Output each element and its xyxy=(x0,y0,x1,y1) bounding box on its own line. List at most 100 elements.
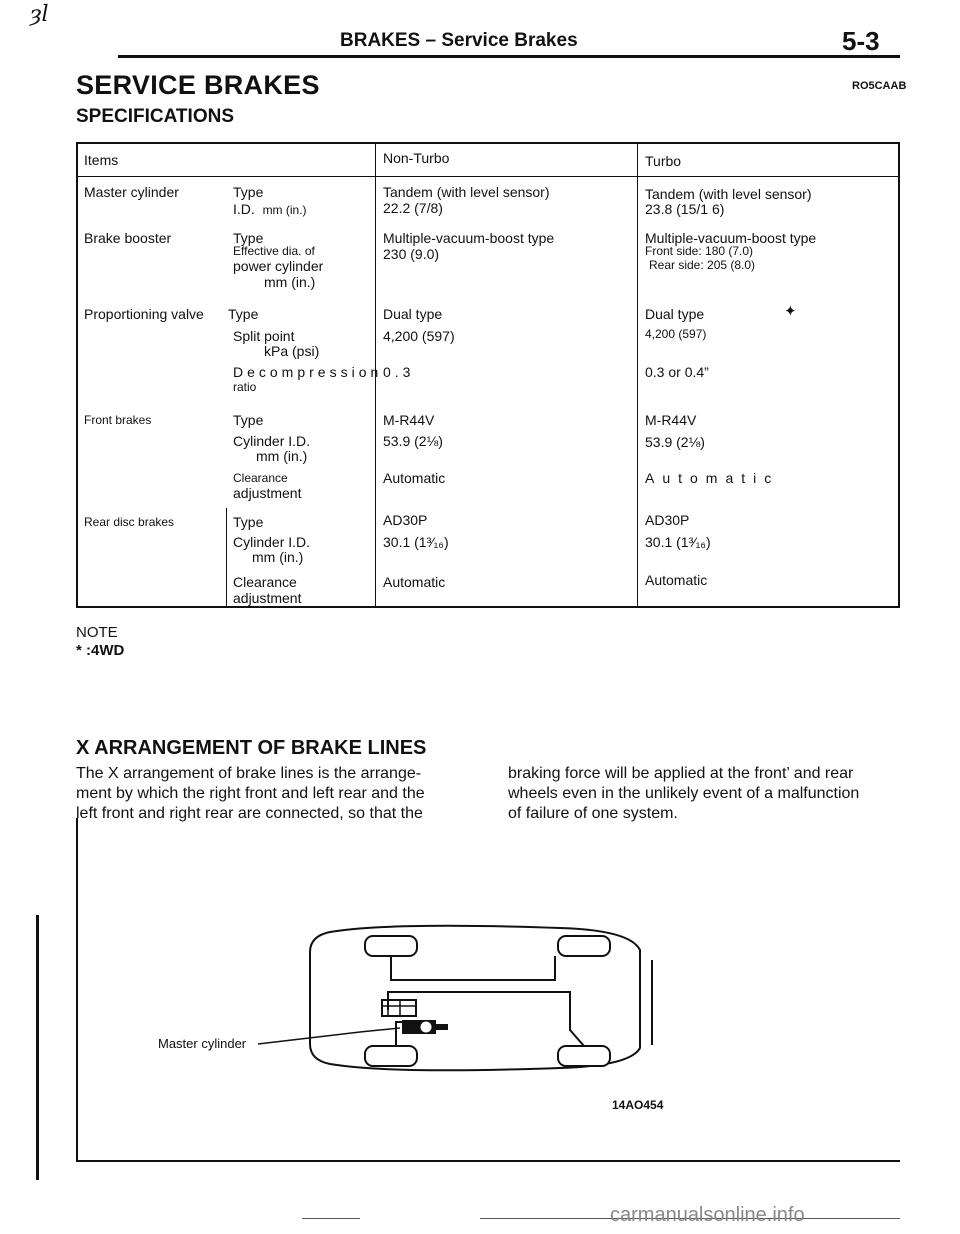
rear-sub-divider xyxy=(226,508,227,606)
master-non-turbo-type: Tandem (with level sensor) xyxy=(383,184,550,200)
pv-type-label: Type xyxy=(228,306,259,322)
spec-table: Items Non-Turbo Turbo Master cylinder Ty… xyxy=(76,142,900,608)
row-label-brake-booster: Brake booster xyxy=(84,230,172,246)
brake-lines-diagram xyxy=(160,920,680,1085)
front-type-label: Type xyxy=(233,412,264,428)
wheel-front-left xyxy=(364,935,418,957)
front-turbo-clear: Automatic xyxy=(645,470,780,486)
booster-turbo-front: Front side: 180 (7.0) xyxy=(645,244,754,258)
rear-turbo-id: 30.1 (1³⁄₁₆) xyxy=(645,534,711,550)
rear-type-label: Type xyxy=(233,514,264,530)
booster-type-label: Type xyxy=(233,230,264,246)
front-non-turbo-id: 53.9 (2⅛) xyxy=(383,433,443,449)
booster-non-turbo-dia: 230 (9.0) xyxy=(383,246,440,262)
pv-non-turbo-decomp: 0.3 xyxy=(383,364,415,380)
front-non-turbo-clear: Automatic xyxy=(383,470,446,486)
front-turbo-id: 53.9 (2⅛) xyxy=(645,434,705,450)
front-clear-label: Clearance xyxy=(233,471,288,485)
header-items: Items xyxy=(84,152,119,168)
brake-line-front-left-rear xyxy=(390,956,556,981)
figure-id: 14AO454 xyxy=(612,1098,664,1112)
brake-lines-svg xyxy=(257,924,653,1072)
rear-turbo-clear: Automatic xyxy=(645,572,708,588)
section-title: SERVICE BRAKES xyxy=(76,70,320,100)
row-label-rear-disc-brakes: Rear disc brakes xyxy=(84,515,175,529)
rear-non-turbo-id: 30.1 (1³⁄₁₆) xyxy=(383,534,449,550)
row-label-master-cylinder: Master cylinder xyxy=(84,184,179,200)
text-line: wheels even in the unlikely event of a m… xyxy=(508,785,860,802)
rear-non-turbo-clear: Automatic xyxy=(383,574,446,590)
master-id-label: I.D. mm (in.) xyxy=(233,201,307,217)
row-label-front-brakes: Front brakes xyxy=(84,413,152,427)
pv-footnote-mark: ✦ xyxy=(784,303,797,320)
text-line: braking force will be applied at the fro… xyxy=(508,765,854,782)
figure-frame-left xyxy=(76,818,78,1162)
front-turbo-type: M-R44V xyxy=(645,412,697,428)
brake-line-rear-right xyxy=(387,991,585,1047)
front-non-turbo-type: M-R44V xyxy=(383,412,435,428)
pv-split-label: Split point xyxy=(233,328,295,344)
note-label: NOTE xyxy=(76,624,118,641)
section-code: RO5CAAB xyxy=(852,80,907,92)
pv-non-turbo-split: 4,200 (597) xyxy=(383,328,455,344)
wheel-front-right xyxy=(364,1045,418,1067)
bottom-rule-long xyxy=(480,1218,900,1219)
master-type-label: Type xyxy=(233,184,264,200)
rear-clear-label2: adjustment xyxy=(233,590,302,606)
pv-decomp-label2: ratio xyxy=(233,380,257,394)
page-number: 5-3 xyxy=(842,26,880,56)
row-label-proportioning-valve: Proportioning valve xyxy=(84,306,204,322)
front-clear-label2: adjustment xyxy=(233,485,302,501)
header-divider xyxy=(78,176,898,177)
rear-non-turbo-type: AD30P xyxy=(383,512,428,528)
text-line: The X arrangement of brake lines is the … xyxy=(76,765,422,782)
spec-heading: SPECIFICATIONS xyxy=(76,106,234,127)
col-divider-1 xyxy=(375,144,376,606)
master-cylinder-callout: Master cylinder xyxy=(158,1036,247,1051)
wheel-rear-right xyxy=(557,1045,611,1067)
pv-decomp-label: Decompression xyxy=(233,364,383,380)
booster-turbo-rear: Rear side: 205 (8.0) xyxy=(649,258,756,272)
watermark: carmanualsonline.info xyxy=(610,1204,805,1226)
x-arrangement-text-right: braking force will be applied at the fro… xyxy=(508,764,859,824)
pv-turbo-decomp: 0.3 or 0.4” xyxy=(645,364,709,380)
note-text: * :4WD xyxy=(76,642,125,659)
vehicle-body-outline xyxy=(309,924,641,1072)
master-turbo-type: Tandem (with level sensor) xyxy=(645,186,812,202)
corner-mark: ȝl xyxy=(30,2,49,27)
text-line: of failure of one system. xyxy=(508,805,678,822)
header-non-turbo: Non-Turbo xyxy=(383,150,450,166)
booster-dia-label2: power cylinder xyxy=(233,258,324,274)
front-id-label: Cylinder I.D. xyxy=(233,433,311,449)
margin-bar xyxy=(36,915,39,1180)
header-rule xyxy=(118,55,900,58)
rear-id-label: Cylinder I.D. xyxy=(233,534,311,550)
pv-turbo-split: 4,200 (597) xyxy=(645,327,707,341)
header-title: BRAKES – Service Brakes xyxy=(340,30,578,51)
bottom-rule-short xyxy=(302,1218,360,1219)
master-non-turbo-id: 22.2 (7/8) xyxy=(383,200,443,216)
pv-non-turbo-type: Dual type xyxy=(383,306,443,322)
master-cylinder-rod xyxy=(436,1024,448,1030)
booster-dia-label: Effective dia. of xyxy=(233,244,315,258)
figure-frame-bottom xyxy=(76,1160,900,1162)
text-line: left front and right rear are connected,… xyxy=(76,805,423,822)
pv-split-unit: kPa (psi) xyxy=(264,343,320,359)
x-arrangement-heading: X ARRANGEMENT OF BRAKE LINES xyxy=(76,737,427,759)
callout-leader xyxy=(257,1027,401,1045)
rear-id-unit: mm (in.) xyxy=(252,549,304,565)
wheel-rear-left xyxy=(557,935,611,957)
master-turbo-id: 23.8 (15/1 6) xyxy=(645,201,725,217)
rear-clear-label: Clearance xyxy=(233,574,297,590)
front-id-unit: mm (in.) xyxy=(256,448,308,464)
text-line: ment by which the right front and left r… xyxy=(76,785,425,802)
proportioning-valve xyxy=(381,999,417,1017)
header-turbo: Turbo xyxy=(645,153,682,169)
rear-turbo-type: AD30P xyxy=(645,512,690,528)
booster-non-turbo-type: Multiple-vacuum-boost type xyxy=(383,230,555,246)
booster-dia-unit: mm (in.) xyxy=(264,274,316,290)
booster-turbo-type: Multiple-vacuum-boost type xyxy=(645,230,817,246)
col-divider-2 xyxy=(637,144,638,606)
pv-turbo-type: Dual type xyxy=(645,306,705,322)
x-arrangement-text-left: The X arrangement of brake lines is the … xyxy=(76,764,425,824)
